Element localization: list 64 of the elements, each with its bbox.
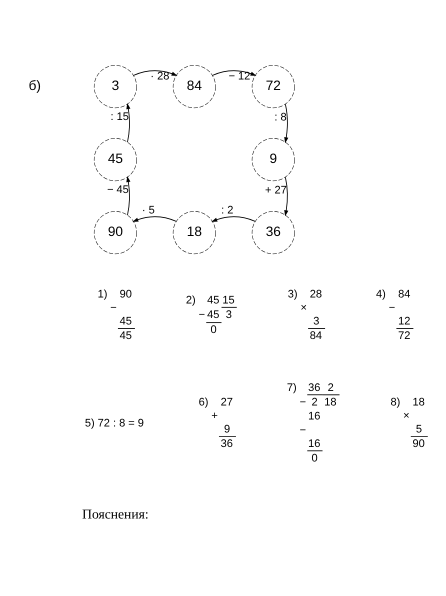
label: × — [403, 410, 410, 422]
label: 8) — [390, 396, 400, 408]
edge-label: · 5 — [142, 204, 155, 217]
label: 36 — [308, 382, 320, 394]
label: 6) — [198, 396, 208, 408]
edge-label: + 27 — [264, 184, 287, 196]
label: 16 — [308, 410, 320, 423]
label: 45 — [207, 308, 220, 321]
edge-label: : 2 — [221, 204, 234, 217]
node-circle: 72 — [252, 65, 295, 108]
edge-label: : 8 — [274, 111, 287, 124]
label: 28 — [310, 288, 322, 300]
label: б) — [28, 78, 41, 93]
label: 90 — [120, 288, 132, 300]
node-circle: 84 — [172, 65, 216, 108]
label: 84 — [398, 288, 410, 300]
edge-label: − 45 — [107, 184, 129, 196]
node-circle: 90 — [94, 211, 137, 254]
label: 3) — [288, 288, 298, 300]
label: 12 — [398, 316, 410, 328]
arrow — [284, 104, 288, 144]
label: 84 — [310, 330, 322, 342]
label: Пояснения: — [82, 506, 149, 522]
label: 2 — [328, 382, 334, 394]
label: 1) — [98, 288, 108, 300]
label: − — [300, 396, 306, 408]
label: 45 — [207, 294, 220, 306]
edge-label: : 15 — [110, 110, 129, 123]
arrow — [284, 176, 288, 216]
label: 36 — [220, 438, 233, 450]
edge-label: · 28 — [150, 70, 170, 83]
label: 18 — [324, 396, 336, 408]
label: 0 — [210, 324, 217, 336]
label: 15 — [222, 294, 235, 306]
label: 2) — [186, 294, 196, 306]
label: 16 — [308, 438, 320, 450]
label: 7) — [286, 382, 297, 394]
label: 2 — [312, 396, 318, 408]
label: 5 — [416, 423, 422, 436]
label: 18 — [412, 396, 425, 408]
label: 90 — [412, 438, 425, 450]
label: 0 — [312, 452, 318, 464]
arrow — [132, 216, 177, 222]
label: − — [198, 308, 206, 321]
label: × — [300, 302, 307, 314]
label: + — [211, 410, 218, 422]
label: 3 — [226, 308, 232, 321]
label: 4) — [376, 288, 386, 300]
arrow — [211, 216, 256, 222]
label: − — [110, 302, 117, 314]
label: − — [388, 302, 396, 314]
label: − — [300, 424, 306, 436]
label: 3 — [313, 316, 320, 328]
label: 45 — [120, 330, 132, 342]
label: 72 — [398, 330, 410, 342]
label: 9 — [224, 423, 230, 436]
arrow — [126, 103, 130, 142]
arrow — [212, 70, 256, 76]
label: 27 — [220, 396, 233, 408]
arrow — [133, 70, 178, 76]
label: 5) 72 : 8 = 9 — [84, 418, 144, 430]
node-circle: 18 — [172, 211, 216, 254]
label: 45 — [120, 316, 132, 328]
arrow — [126, 176, 130, 216]
